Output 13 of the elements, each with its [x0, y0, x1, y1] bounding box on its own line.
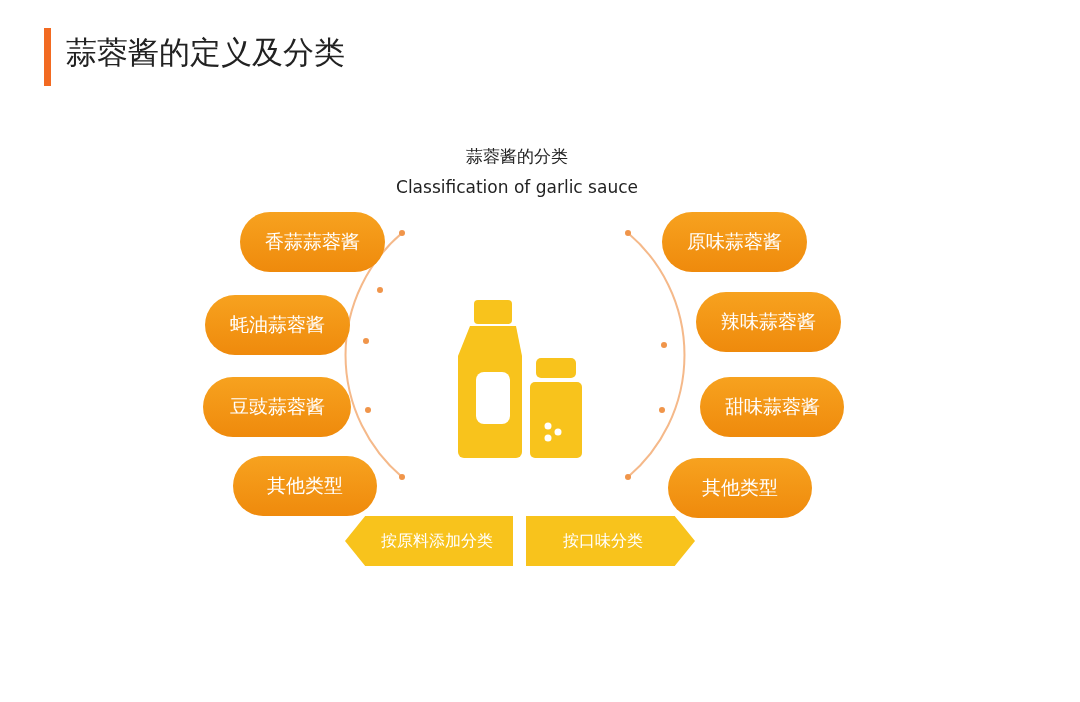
category-pill: 蚝油蒜蓉酱 — [205, 295, 350, 355]
category-pill: 甜味蒜蓉酱 — [700, 377, 844, 437]
category-pill: 豆豉蒜蓉酱 — [203, 377, 351, 437]
category-pill: 其他类型 — [233, 456, 377, 516]
category-pill: 香蒜蒜蓉酱 — [240, 212, 385, 272]
chart-heading: 蒜蓉酱的分类 — [465, 145, 569, 168]
arrow-banner: 按原料添加分类 — [345, 516, 513, 566]
title: 蒜蓉酱的定义及分类 — [66, 33, 345, 72]
arrow-banner: 按口味分类 — [526, 516, 695, 566]
chart-subheading: Classification of garlic sauce — [395, 177, 639, 197]
category-pill: 辣味蒜蓉酱 — [696, 292, 841, 352]
category-pill: 原味蒜蓉酱 — [662, 212, 807, 272]
category-pill: 其他类型 — [668, 458, 812, 518]
